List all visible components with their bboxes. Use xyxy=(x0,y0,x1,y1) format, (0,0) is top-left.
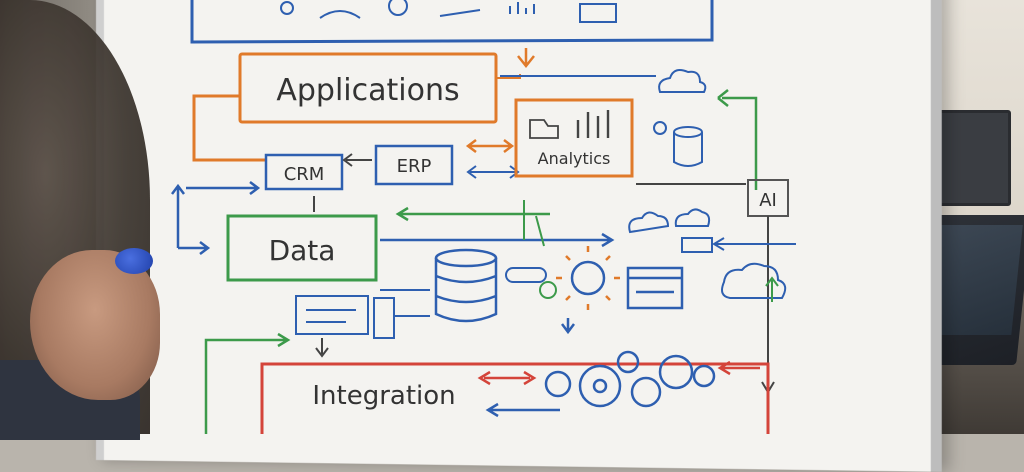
applications-label: Applications xyxy=(276,73,459,108)
top-box xyxy=(190,0,714,44)
green-arrow-data xyxy=(395,206,550,222)
browser-window-icon xyxy=(626,266,684,310)
data-box: Data xyxy=(226,214,378,282)
users-icon xyxy=(319,10,361,19)
blue-double-arrow xyxy=(466,165,520,179)
green-connector xyxy=(722,96,758,190)
crm-label: CRM xyxy=(284,164,325,185)
database-small-icon xyxy=(653,121,703,167)
gear-sun-icon xyxy=(556,246,620,310)
team-icon xyxy=(439,9,481,17)
orange-double-arrow xyxy=(465,139,515,153)
analytics-label: Analytics xyxy=(538,149,611,168)
erp-label: ERP xyxy=(397,156,432,177)
cloud-icon xyxy=(658,69,707,93)
data-label: Data xyxy=(269,234,336,267)
cloud-upload-icon xyxy=(721,262,787,302)
applications-box: Applications xyxy=(192,52,521,162)
ai-label: AI xyxy=(759,190,777,211)
gear-icon xyxy=(388,0,408,16)
analytics-chart-icon xyxy=(576,110,610,138)
presenter-hand xyxy=(30,250,160,400)
red-double-arrow xyxy=(477,370,537,386)
window-icon xyxy=(579,3,617,23)
bar-chart-icon xyxy=(509,2,535,14)
blue-arrow-data xyxy=(380,232,615,248)
erp-box: ERP xyxy=(374,144,454,186)
integration-box: Integration xyxy=(260,362,770,434)
folder-icon xyxy=(529,119,559,139)
database-icon xyxy=(434,248,498,323)
integration-label: Integration xyxy=(312,381,455,411)
crm-box: CRM xyxy=(264,153,344,191)
blue-arrow-integration xyxy=(485,402,560,418)
ai-box: AI xyxy=(747,179,789,217)
data-left-arrows xyxy=(171,183,211,255)
gears-icon xyxy=(544,350,716,408)
analytics-box: Analytics xyxy=(514,98,634,178)
server-icon xyxy=(295,295,395,339)
erp-to-crm-arrow xyxy=(342,153,372,167)
down-arrow-icon xyxy=(517,48,535,69)
clouds-icon xyxy=(628,208,713,253)
green-left-connector xyxy=(204,332,291,434)
diagram-canvas: Applications CRM ERP Analytics AI xyxy=(171,0,796,434)
blue-marker xyxy=(115,248,153,274)
chat-icon xyxy=(505,267,557,299)
person-icon xyxy=(280,1,294,15)
